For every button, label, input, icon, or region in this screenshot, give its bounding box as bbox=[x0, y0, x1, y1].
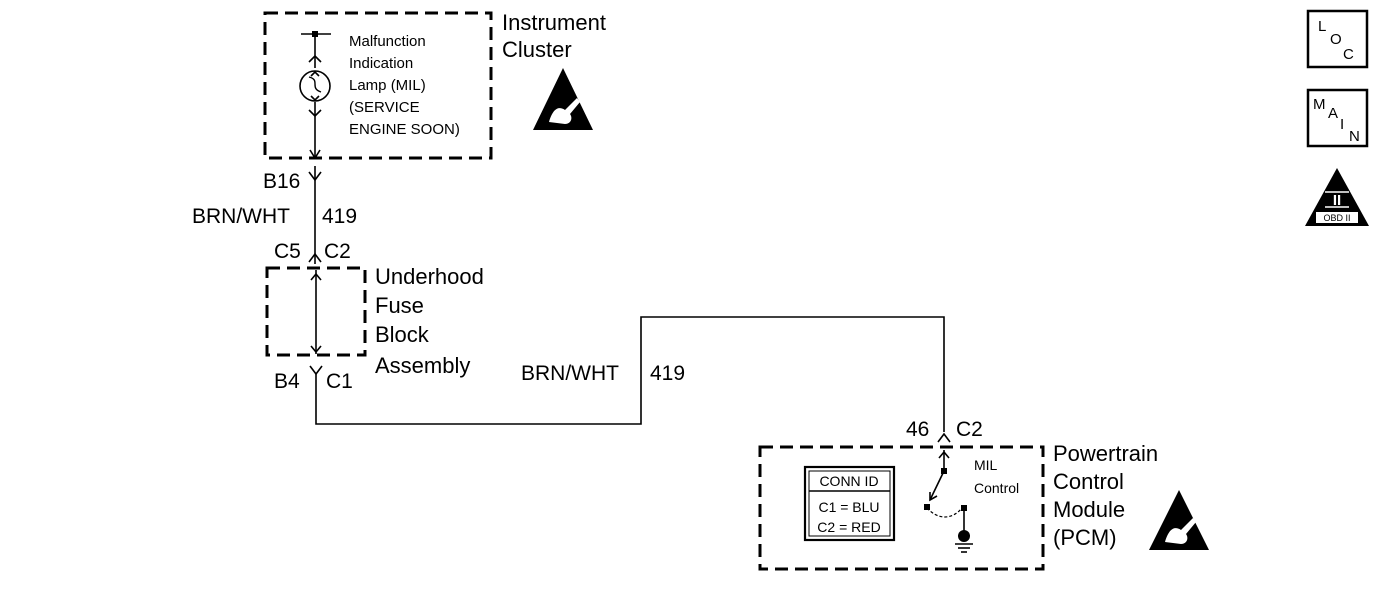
instrument-cluster-label-2: Cluster bbox=[502, 37, 572, 62]
main-icon bbox=[1306, 88, 1369, 148]
pin-b16-label: B16 bbox=[263, 170, 300, 193]
obd-ii-icon bbox=[1305, 168, 1369, 226]
pcm-box bbox=[758, 445, 1045, 571]
esd-warning-icon bbox=[533, 68, 593, 130]
pcm-label-1: Powertrain bbox=[1053, 441, 1158, 466]
pcm-label-3: Module bbox=[1053, 497, 1125, 522]
conn-id-row-2: C2 = RED bbox=[817, 519, 880, 535]
fuse-block-label-4: Assembly bbox=[375, 353, 470, 378]
instrument-cluster-box bbox=[263, 11, 493, 160]
conn-id-title: CONN ID bbox=[819, 473, 878, 489]
connector-c5-c2 bbox=[308, 252, 322, 263]
wire-lower-circuit: 419 bbox=[650, 362, 685, 385]
loc-letter-l: L bbox=[1318, 18, 1326, 35]
esd-warning-icon bbox=[1149, 490, 1209, 550]
pin-c5-label: C5 bbox=[274, 240, 301, 263]
main-letter-m: M bbox=[1313, 96, 1326, 113]
mil-control-switch-symbol bbox=[924, 450, 967, 540]
instrument-cluster-label-1: Instrument bbox=[502, 10, 606, 35]
ground-icon bbox=[955, 530, 973, 553]
loc-letter-c: C bbox=[1343, 46, 1354, 63]
main-letter-n: N bbox=[1349, 128, 1360, 145]
pcm-connector-label: C2 bbox=[956, 418, 983, 441]
wire-upper-color: BRN/WHT bbox=[192, 205, 290, 228]
wire-upper-circuit: 419 bbox=[322, 205, 357, 228]
fuse-block-label-3: Block bbox=[375, 322, 430, 347]
main-letter-a: A bbox=[1328, 105, 1338, 122]
pin-c2-upper-label: C2 bbox=[324, 240, 351, 263]
mil-lamp-symbol bbox=[299, 31, 331, 160]
mil-text-2: Indication bbox=[349, 55, 413, 72]
mil-control-text-2: Control bbox=[974, 480, 1019, 496]
main-letter-i: I bbox=[1340, 116, 1344, 133]
mil-text-3: Lamp (MIL) bbox=[349, 77, 426, 94]
loc-letter-o: O bbox=[1330, 31, 1342, 48]
wire-lower-color: BRN/WHT bbox=[521, 362, 619, 385]
conn-id-row-1: C1 = BLU bbox=[818, 499, 879, 515]
pcm-label-2: Control bbox=[1053, 469, 1124, 494]
fuse-block-internal bbox=[310, 270, 322, 354]
fuse-block-label-1: Underhood bbox=[375, 264, 484, 289]
pin-b4-label: B4 bbox=[274, 370, 300, 393]
connector-46-c2 bbox=[937, 432, 951, 443]
loc-icon bbox=[1306, 9, 1369, 69]
connector-b4-c1 bbox=[309, 365, 323, 376]
pin-c1-label: C1 bbox=[326, 370, 353, 393]
mil-control-text-1: MIL bbox=[974, 457, 998, 473]
mil-text-5: ENGINE SOON) bbox=[349, 121, 460, 138]
wire-419-lower bbox=[315, 316, 945, 432]
pcm-label-4: (PCM) bbox=[1053, 525, 1117, 550]
pcm-pin-label: 46 bbox=[906, 418, 929, 441]
obd-numeral: II bbox=[1333, 192, 1341, 209]
mil-text-1: Malfunction bbox=[349, 33, 426, 50]
obd-label: OBD II bbox=[1323, 213, 1350, 223]
conn-id-box bbox=[803, 465, 896, 542]
mil-text-4: (SERVICE bbox=[349, 99, 420, 116]
fuse-block-box bbox=[265, 266, 367, 357]
fuse-block-label-2: Fuse bbox=[375, 293, 424, 318]
